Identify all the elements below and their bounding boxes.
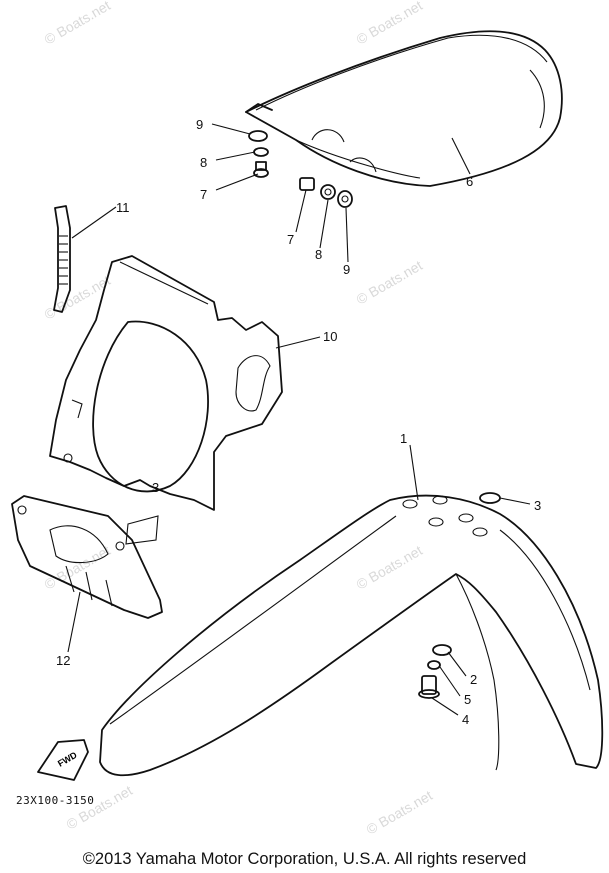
callout-8: 8 bbox=[200, 155, 207, 170]
watermark: © Boats.net bbox=[364, 787, 436, 838]
watermarks: © Boats.net © Boats.net © Boats.net © Bo… bbox=[42, 0, 436, 838]
callout-10: 10 bbox=[323, 329, 337, 344]
callouts: 1 2 3 3 4 5 6 7 7 8 8 9 9 10 11 12 bbox=[56, 117, 541, 727]
watermark: © Boats.net bbox=[42, 542, 114, 593]
watermark: © Boats.net bbox=[354, 0, 426, 48]
watermark: © Boats.net bbox=[42, 0, 114, 48]
callout-3: 3 bbox=[534, 498, 541, 513]
callout-2: 2 bbox=[470, 672, 477, 687]
fwd-label: FWD bbox=[56, 750, 79, 769]
callout-9: 9 bbox=[343, 262, 350, 277]
fwd-arrow: FWD bbox=[37, 739, 89, 781]
strap bbox=[53, 205, 71, 313]
callout-8: 8 bbox=[315, 247, 322, 262]
callout-6: 6 bbox=[466, 174, 473, 189]
copyright-notice: ©2013 Yamaha Motor Corporation, U.S.A. A… bbox=[82, 850, 527, 868]
hardware-upper-right bbox=[299, 177, 353, 208]
callout-11: 11 bbox=[116, 200, 130, 215]
callout-12: 12 bbox=[56, 653, 70, 668]
watermark: © Boats.net bbox=[354, 542, 426, 593]
callout-5: 5 bbox=[464, 692, 471, 707]
part-code: 23X100-3150 bbox=[16, 794, 95, 807]
leader-lines bbox=[67, 123, 531, 716]
hardware-upper-left bbox=[248, 130, 269, 178]
front-fender bbox=[99, 494, 604, 777]
callout-3: 3 bbox=[152, 480, 159, 495]
rear-fender bbox=[245, 30, 563, 187]
callout-7: 7 bbox=[287, 232, 294, 247]
watermark: © Boats.net bbox=[354, 257, 426, 308]
callout-1: 1 bbox=[400, 431, 407, 446]
watermark: © Boats.net bbox=[64, 782, 136, 833]
callout-9: 9 bbox=[196, 117, 203, 132]
callout-7: 7 bbox=[200, 187, 207, 202]
headlight-cover bbox=[11, 495, 163, 619]
callout-4: 4 bbox=[462, 712, 469, 727]
number-plate-bracket bbox=[49, 255, 283, 511]
hardware-lower-right bbox=[418, 492, 501, 699]
tag-piece bbox=[125, 515, 159, 545]
